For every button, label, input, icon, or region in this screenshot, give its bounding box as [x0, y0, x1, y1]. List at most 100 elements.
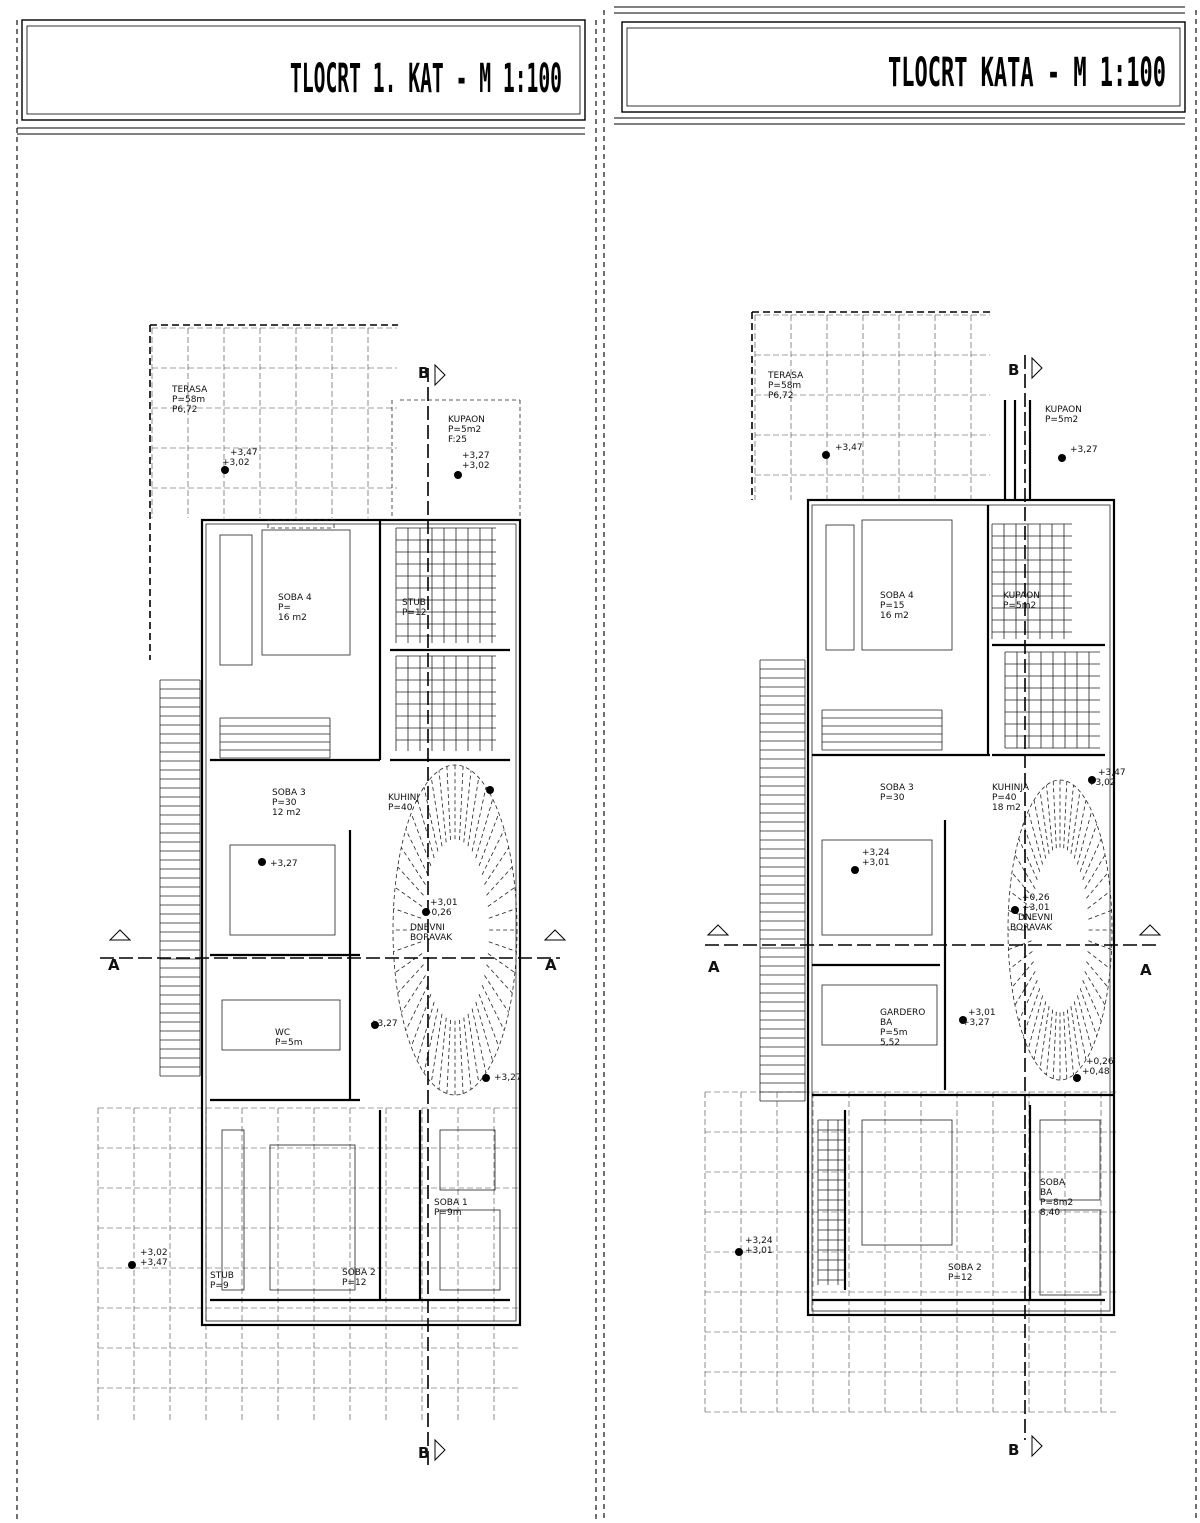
- hatch-line: [459, 766, 464, 841]
- svg-text:+3,01+3,27: +3,01+3,27: [962, 1008, 996, 1028]
- hatch-line: [478, 994, 500, 1047]
- hatch-line: [481, 829, 505, 875]
- hatch-line: [1067, 1009, 1074, 1075]
- hatch-line: [1009, 951, 1033, 970]
- right-level-kuhinja-l1: +3,47: [1098, 768, 1126, 778]
- hatch-line: [1082, 838, 1102, 880]
- hatch-line: [488, 941, 517, 952]
- svg-text:+3,27+3,02: +3,27+3,02: [462, 451, 490, 471]
- left-level-bottom-l1: +3,02: [140, 1248, 168, 1258]
- left-room-kupaon-l3: F:25: [448, 435, 467, 445]
- right-axis-a-right: A: [1140, 961, 1152, 979]
- right-level-garderoba-l2: +3,27: [962, 1018, 990, 1028]
- hatch-line: [1088, 910, 1112, 920]
- left-axis-a-right: A: [545, 956, 557, 974]
- hatch-line: [393, 908, 422, 919]
- hatch-line: [416, 798, 435, 859]
- hatch-line: [471, 1008, 487, 1073]
- svg-text:+3,02+3,47: +3,02+3,47: [140, 1248, 168, 1268]
- hatch-line: [484, 975, 510, 1013]
- hatch-line: [1039, 791, 1050, 854]
- right-level-soba3-l2: +3,01: [862, 858, 890, 868]
- hatch-line: [1079, 988, 1098, 1037]
- left-room-dnevni-l2: BORAVAK: [410, 933, 453, 943]
- right-level-dnevni-l2: +3,01: [1022, 903, 1050, 913]
- hatch-line: [410, 813, 432, 866]
- hatch-line: [430, 1013, 443, 1083]
- left-room-soba2-l2: P=12: [342, 1278, 366, 1288]
- left-axis-b-bottom: B: [418, 1444, 429, 1462]
- hatch-line: [1011, 872, 1034, 899]
- hatch-line: [463, 770, 472, 843]
- hatch-line: [1087, 890, 1111, 909]
- right-level-dnevni-l1: +0,26: [1022, 893, 1050, 903]
- left-terrace-top-hatch: [151, 327, 397, 518]
- hatch-line: [1018, 980, 1038, 1022]
- left-level-dnevni-l2: +0,26: [424, 908, 452, 918]
- hatch-line: [481, 985, 505, 1031]
- stair-outline: [1007, 779, 1113, 1081]
- left-level-hall: +3,27: [370, 1019, 398, 1029]
- hatch-line: [1077, 810, 1093, 865]
- left-level-kupaon-l2: +3,02: [462, 461, 490, 471]
- hatch-line: [1039, 1006, 1050, 1069]
- right-staircase-outer: [759, 659, 943, 1102]
- left-room-kuhinja-l1: KUHINJ: [388, 793, 419, 803]
- left-level-labels: +3,47+3,02 +3,27+3,02 +3,27 +3,01+0,26 +…: [140, 448, 522, 1268]
- right-level-entry-l1: +0,26: [1086, 1057, 1114, 1067]
- left-room-terasa-l1: TERASA: [171, 385, 208, 395]
- svg-text:+3,01+0,26: +3,01+0,26: [424, 898, 458, 918]
- svg-text:SOBA 2P=12: SOBA 2P=12: [342, 1268, 376, 1288]
- hatch-line: [1022, 988, 1041, 1037]
- left-level-terasa-l2: +3,02: [222, 458, 250, 468]
- right-room-soba2-l2: P=12: [948, 1273, 972, 1283]
- left-room-soba1-l2: P=9m: [434, 1208, 461, 1218]
- right-room-terasa-l2: P=58m: [768, 381, 801, 391]
- hatch-line: [405, 985, 429, 1031]
- hatch-line: [1033, 800, 1047, 859]
- hatch-line: [1067, 785, 1074, 851]
- hatch-line: [467, 777, 480, 847]
- svg-text:SOBA 1P=9m: SOBA 1P=9m: [434, 1198, 468, 1218]
- hatch-line: [416, 1001, 435, 1062]
- stair-outline: [392, 764, 518, 1096]
- right-level-entry-l2: +0,48: [1082, 1067, 1110, 1077]
- hatch-line: [1082, 980, 1102, 1022]
- hatch-line: [397, 866, 424, 896]
- hatch-line: [487, 886, 516, 907]
- hatch-line: [1070, 1006, 1081, 1069]
- hatch-line: [446, 1019, 451, 1094]
- svg-text:WCP=5m: WCP=5m: [275, 1028, 302, 1048]
- right-room-terasa-l1: TERASA: [767, 371, 804, 381]
- right-room-garderoba-l1: GARDERO: [880, 1008, 925, 1018]
- svg-text:SOBA 2P=12: SOBA 2P=12: [948, 1263, 982, 1283]
- hatch-line: [397, 964, 424, 994]
- hatch-line: [486, 964, 513, 994]
- right-sheet-title: TLOCRT KATA - M 1:100: [888, 50, 1166, 96]
- left-axis-a-left: A: [108, 956, 120, 974]
- right-level-bottom-l1: +3,24: [745, 1236, 773, 1246]
- left-room-soba4-l3: 16 m2: [278, 613, 307, 623]
- svg-text:+0,26+3,01: +0,26+3,01: [1022, 893, 1050, 913]
- hatch-line: [471, 787, 487, 852]
- right-room-soba4-l1: SOBA 4: [880, 591, 914, 601]
- hatch-line: [423, 787, 439, 852]
- svg-text:SOBA 3P=30: SOBA 3P=30: [880, 783, 914, 803]
- hatch-line: [1084, 971, 1106, 1006]
- hatch-line: [423, 1008, 439, 1073]
- left-room-kupaon-l1: KUPAON: [448, 415, 485, 425]
- hatch-line: [475, 1001, 494, 1062]
- hatch-line: [1086, 961, 1109, 988]
- hatch-line: [1027, 995, 1043, 1050]
